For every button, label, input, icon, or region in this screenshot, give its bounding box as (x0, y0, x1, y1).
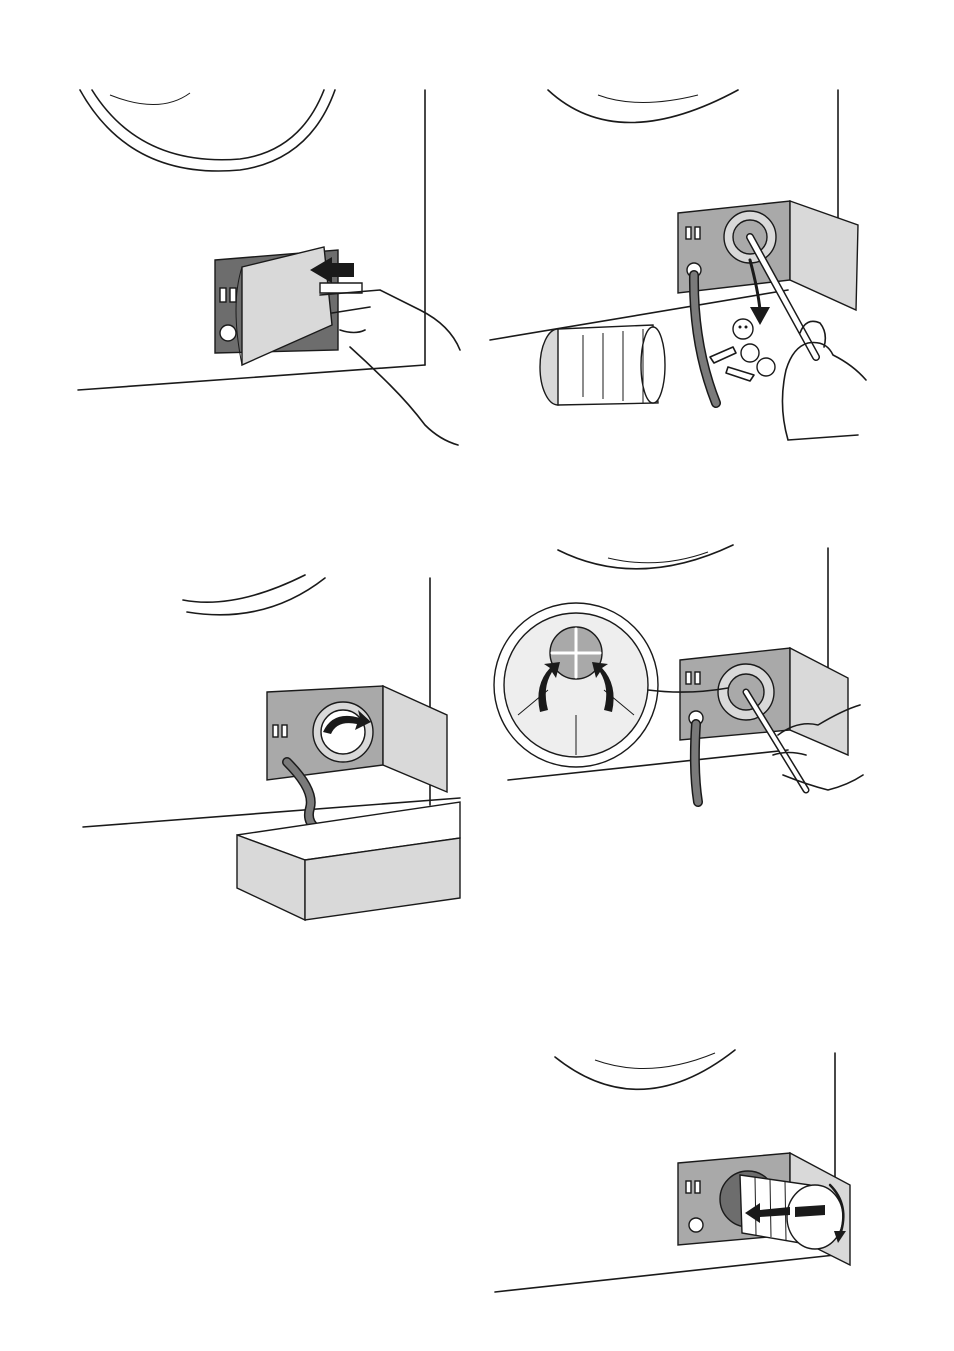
panel-marking-2 (695, 227, 700, 239)
step-5-illustration (490, 1045, 870, 1300)
step-1-illustration (70, 85, 470, 450)
filter-flap-open (790, 648, 848, 755)
paperclip-icon (710, 347, 736, 363)
hose-inner (695, 724, 698, 802)
door-arc (558, 545, 733, 569)
down-arrow-icon (750, 307, 770, 325)
panel-marking-1 (686, 1181, 691, 1193)
step-3-illustration (75, 570, 465, 925)
panel-marking-2 (695, 1181, 700, 1193)
panel-marking-1 (686, 227, 691, 239)
filter-flap-open (383, 686, 447, 792)
panel-marking-2 (230, 288, 236, 302)
panel-marking-2 (695, 672, 700, 684)
hand-holding-tool (782, 321, 866, 440)
panel-marking-1 (220, 288, 226, 302)
filter-cap (787, 1185, 843, 1249)
panel-marking-2 (282, 725, 287, 737)
button-object-3 (757, 358, 775, 376)
button-object-2 (741, 344, 759, 362)
button-object-1 (733, 319, 753, 339)
door-inner-arc (110, 93, 190, 105)
panel-marking-1 (686, 672, 691, 684)
drain-plug-knob (689, 1218, 703, 1232)
panel-step-5-reinsert-filter (490, 1045, 870, 1300)
panel-marking-1 (273, 725, 278, 737)
removed-filter-cartridge (540, 325, 665, 405)
panel-step-3-drain-water (75, 570, 465, 925)
filter-flap-open (790, 201, 858, 310)
door-arc-2 (187, 578, 325, 615)
panel-step-1-open-flap (70, 85, 470, 450)
door-arc (183, 575, 305, 602)
door-inner-arc (595, 1053, 715, 1069)
door-inner-arc (598, 95, 698, 103)
floor-line (495, 1255, 835, 1292)
drain-plug-knob (220, 325, 236, 341)
step-2-illustration (488, 85, 868, 450)
panel-step-2-remove-foreign-objects (488, 85, 868, 450)
paperclip-icon-2 (726, 367, 754, 381)
filter-cap-grip (795, 1205, 825, 1217)
step-4-illustration (488, 540, 868, 810)
panel-step-4-clean-impeller (488, 540, 868, 810)
door-arc (548, 90, 738, 123)
